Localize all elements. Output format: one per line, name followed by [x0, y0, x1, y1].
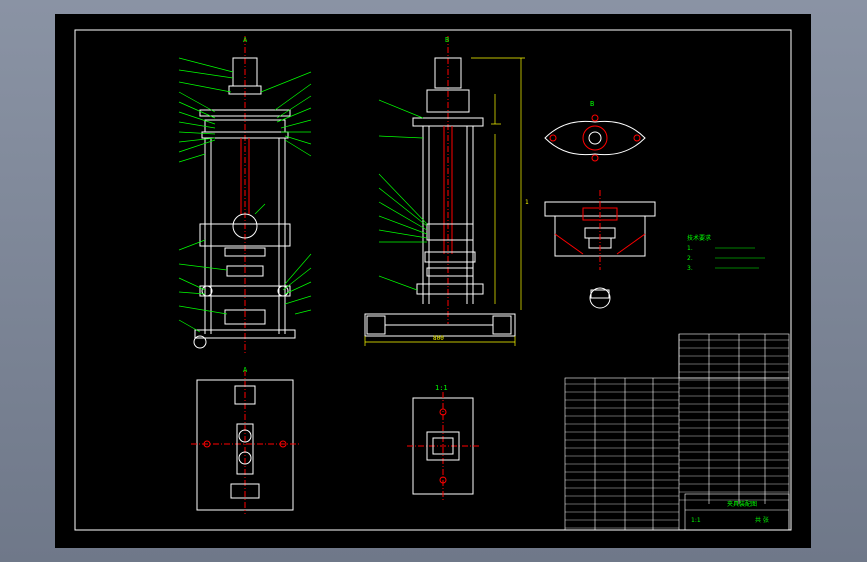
sheet-count: 共 张: [755, 516, 769, 524]
top-view-label: A: [243, 366, 248, 374]
front-view-leaders: [178, 57, 312, 333]
tech-note-3: 3.: [687, 265, 693, 272]
side-view-leaders: [378, 99, 428, 291]
technical-notes: 技术要求 1. 2. 3.: [687, 234, 765, 272]
drawing-scale: 1:1: [691, 517, 701, 524]
tech-note-2: 2.: [687, 255, 693, 262]
front-view-label: A: [243, 36, 248, 44]
section-view: [544, 190, 656, 309]
front-view: [193, 36, 296, 354]
title-block: 夹具装配图 1:1 共 张: [684, 493, 790, 531]
drawing-sheet: A 1 800 B: [55, 14, 811, 548]
side-view: [364, 36, 516, 337]
side-view-label: B: [445, 36, 449, 44]
detail-view-label: B: [590, 100, 594, 108]
flange-plan-view: [544, 114, 646, 162]
sheet-border: [74, 29, 792, 531]
base-width-dim: 800: [433, 335, 444, 342]
parts-list-rows: [565, 339, 789, 529]
bottom-view-label: 1:1: [435, 384, 448, 392]
overall-height-dim: 1: [525, 199, 529, 206]
top-plan-view: [191, 370, 299, 514]
cad-drawing: A 1 800 B: [74, 29, 792, 531]
bottom-plan-view: [407, 392, 479, 500]
drawing-title: 夹具装配图: [727, 500, 757, 508]
side-view-dimensions: [364, 57, 525, 346]
tech-notes-title: 技术要求: [687, 234, 711, 242]
tech-note-1: 1.: [687, 245, 693, 252]
